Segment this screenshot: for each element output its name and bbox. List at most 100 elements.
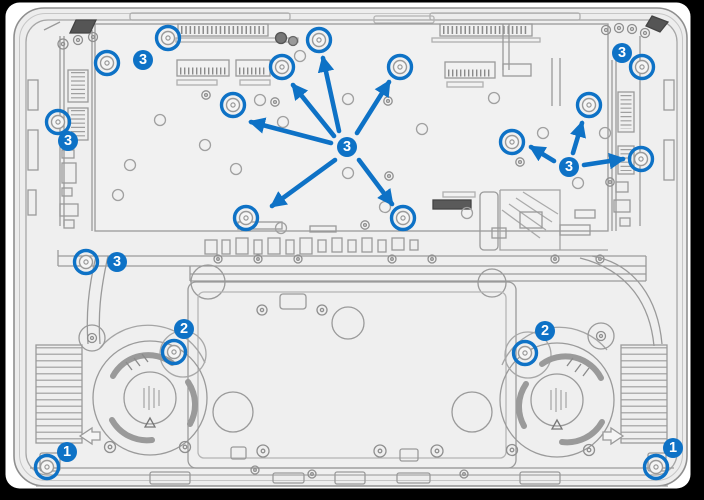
callout-arrow [354, 79, 392, 136]
screw-center-dot [171, 349, 177, 355]
callout-arrow [317, 55, 342, 134]
screw-callout [160, 338, 188, 366]
screw-icon [274, 59, 290, 75]
step-badge-circle [612, 43, 632, 63]
screw-ring-icon [219, 91, 247, 119]
callout-arrow [581, 152, 626, 170]
step-badge-number: 3 [343, 139, 351, 155]
step-badge-3: 3 [559, 157, 579, 177]
screw-callout [627, 145, 655, 173]
screw-callout [219, 91, 247, 119]
screw-icon [160, 30, 176, 46]
callout-arrow [290, 82, 337, 139]
screw-center-dot [316, 37, 322, 43]
screw-center-dot [586, 102, 592, 108]
screw-icon [166, 344, 182, 360]
step-badge-2: 2 [174, 319, 194, 339]
screw-icon [633, 151, 649, 167]
screw-callout [72, 248, 100, 276]
step-badge-circle [58, 131, 78, 151]
step-badge-number: 2 [180, 321, 188, 337]
step-badge-3: 3 [133, 50, 153, 70]
screw-callout [498, 128, 526, 156]
step-badge-number: 1 [63, 444, 71, 460]
screw-center-dot [522, 350, 528, 356]
screw-icon [581, 97, 597, 113]
screw-center-dot [230, 102, 236, 108]
screw-callout [154, 24, 182, 52]
screw-callout [386, 53, 414, 81]
screw-ring-icon [33, 453, 61, 481]
screw-center-dot [165, 35, 171, 41]
screw-center-dot [638, 156, 644, 162]
screw-icon [238, 210, 254, 226]
screw-callout [305, 26, 333, 54]
screw-ring-icon [386, 53, 414, 81]
screw-callout [642, 453, 670, 481]
step-badge-number: 3 [64, 133, 72, 149]
step-badge-circle [133, 50, 153, 70]
screw-center-dot [83, 259, 89, 265]
screw-icon [39, 459, 55, 475]
step-badge-3: 3 [612, 43, 632, 63]
step-badge-3: 3 [107, 252, 127, 272]
callout-arrow [356, 157, 395, 207]
step-badge-3: 3 [337, 137, 357, 157]
screw-ring-icon [628, 53, 656, 81]
screw-callout-layer: 3 3 3 3 3 3 2 2 1 1 [33, 24, 683, 481]
screw-ring-icon [498, 128, 526, 156]
screw-center-dot [397, 64, 403, 70]
screw-callout [389, 204, 417, 232]
screw-icon [634, 59, 650, 75]
screw-ring-icon [154, 24, 182, 52]
step-badge-number: 3 [618, 45, 626, 61]
screw-ring-icon [232, 204, 260, 232]
screw-icon [395, 210, 411, 226]
step-badge-number: 3 [565, 159, 573, 175]
step-badge-circle [535, 321, 555, 341]
step-badge-number: 1 [669, 440, 677, 456]
step-badge-1: 1 [57, 442, 77, 462]
screw-ring-icon [160, 338, 188, 366]
screw-icon [99, 55, 115, 71]
step-badge-3: 3 [58, 131, 78, 151]
screw-center-dot [509, 139, 515, 145]
screw-ring-icon [575, 91, 603, 119]
screw-center-dot [639, 64, 645, 70]
screw-center-dot [400, 215, 406, 221]
callout-arrow [248, 117, 334, 146]
step-badge-circle [559, 157, 579, 177]
screw-center-dot [44, 464, 50, 470]
screw-ring-icon [642, 453, 670, 481]
screw-callout [44, 108, 72, 136]
screw-center-dot [243, 215, 249, 221]
screw-icon [78, 254, 94, 270]
callout-arrow [269, 157, 338, 209]
step-badge-circle [57, 442, 77, 462]
screw-callout [33, 453, 61, 481]
step-badge-circle [174, 319, 194, 339]
screw-callout [268, 53, 296, 81]
screw-center-dot [104, 60, 110, 66]
screw-callout [93, 49, 121, 77]
step-badge-circle [107, 252, 127, 272]
callout-arrow [528, 144, 557, 164]
screw-center-dot [279, 64, 285, 70]
screw-ring-icon [72, 248, 100, 276]
screw-ring-icon [44, 108, 72, 136]
screw-ring-icon [627, 145, 655, 173]
step-badge-1: 1 [663, 438, 683, 458]
step-badge-number: 2 [541, 323, 549, 339]
screw-callout [232, 204, 260, 232]
screw-icon [50, 114, 66, 130]
screw-icon [225, 97, 241, 113]
screw-ring-icon [389, 204, 417, 232]
screw-ring-icon [93, 49, 121, 77]
step-badge-number: 3 [139, 52, 147, 68]
screw-icon [648, 459, 664, 475]
screw-ring-icon [305, 26, 333, 54]
screw-center-dot [653, 464, 659, 470]
screw-callout [511, 339, 539, 367]
